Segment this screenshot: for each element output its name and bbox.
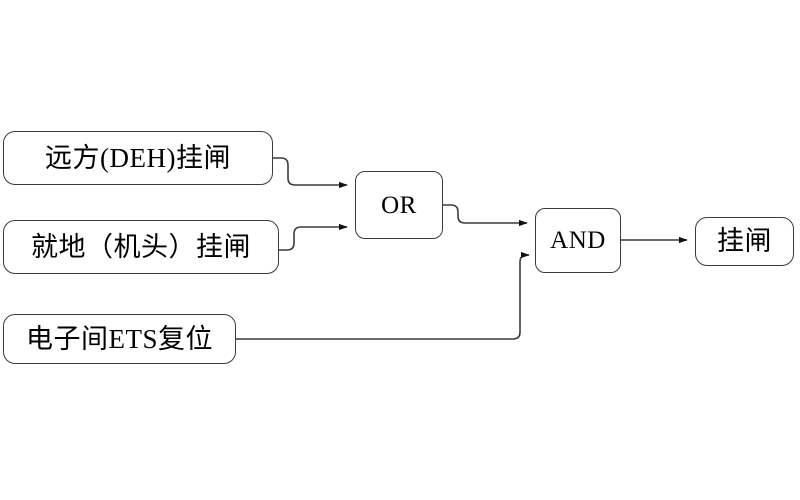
logic-gate-or[interactable]: OR <box>355 171 443 239</box>
logic-gate-and[interactable]: AND <box>535 208 621 273</box>
node-label: AND <box>550 227 606 254</box>
node-label: 挂闸 <box>717 226 772 256</box>
output-node-latch[interactable]: 挂闸 <box>695 217 794 266</box>
node-label: OR <box>381 191 417 219</box>
input-node-ets-reset[interactable]: 电子间ETS复位 <box>3 314 236 364</box>
connector-local-to-or <box>279 223 348 251</box>
input-node-remote-deh[interactable]: 远方(DEH)挂闸 <box>3 131 273 185</box>
node-label: 远方(DEH)挂闸 <box>45 142 231 173</box>
node-label: 电子间ETS复位 <box>25 323 213 354</box>
connector-remote-to-or <box>273 157 348 189</box>
connector-ets-to-and <box>236 251 530 340</box>
input-node-local-head[interactable]: 就地（机头）挂闸 <box>3 220 279 274</box>
node-label: 就地（机头）挂闸 <box>31 231 251 262</box>
connector-or-to-and <box>443 204 528 227</box>
